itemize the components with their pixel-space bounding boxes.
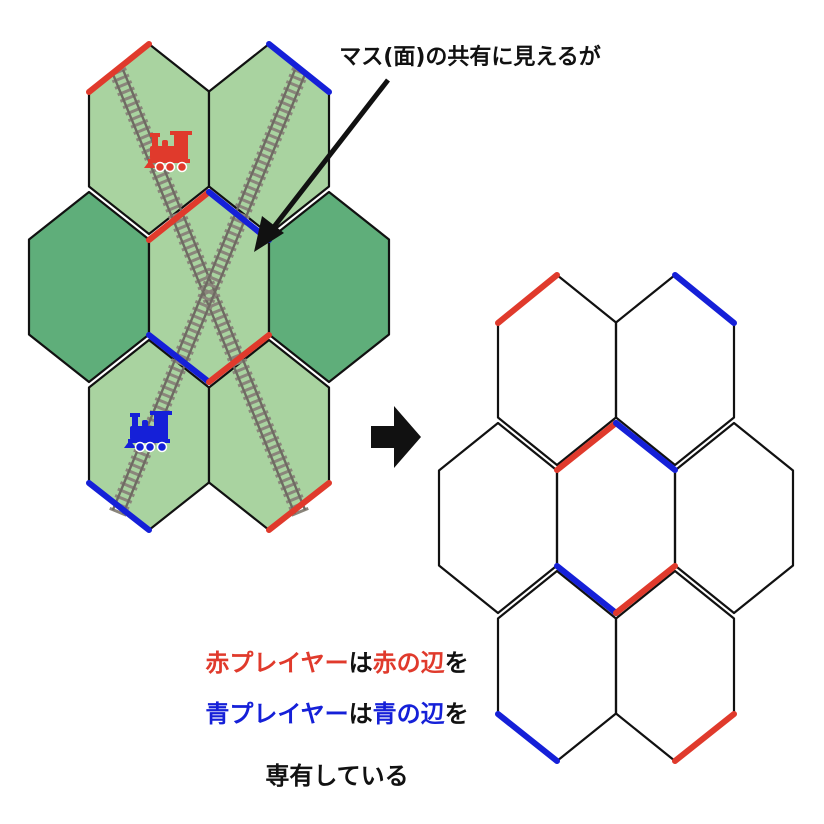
right-red-edge-2: [557, 423, 616, 470]
right-red-edge-0: [498, 275, 557, 323]
right-red-edge-5: [616, 566, 675, 613]
right-blue-edge-4: [557, 566, 616, 613]
right-blue-edge-6: [498, 714, 557, 761]
left-board-diagram: [29, 44, 389, 530]
right-red-edge-7: [675, 714, 734, 761]
right-arrow-icon: [371, 406, 421, 468]
right-board-diagram: [439, 275, 793, 761]
right-blue-edge-1: [675, 275, 734, 323]
caption-line-1: 赤プレイヤーは赤の辺を: [205, 649, 468, 677]
callout-text: マス(面)の共有に見えるが: [339, 44, 600, 70]
caption-line-3: 専有している: [265, 762, 408, 790]
right-blue-edge-3: [616, 423, 675, 470]
caption-line-2: 青プレイヤーは青の辺を: [205, 700, 468, 728]
